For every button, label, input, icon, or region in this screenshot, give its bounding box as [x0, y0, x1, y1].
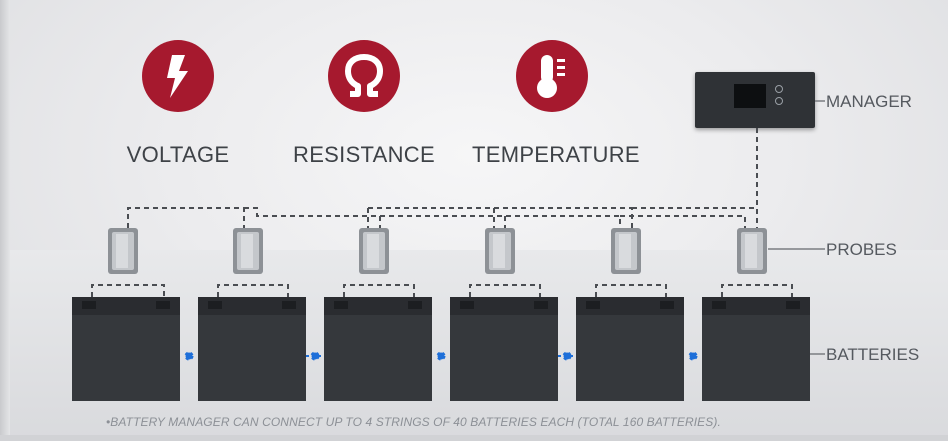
battery-link-dot	[562, 351, 572, 361]
battery-terminal-line	[721, 284, 793, 297]
probe-link-line	[244, 207, 381, 228]
footnote: •BATTERY MANAGER CAN CONNECT UP TO 4 STR…	[106, 415, 721, 429]
batteries-label: BATTERIES	[826, 345, 920, 364]
parameter-label: RESISTANCE	[293, 142, 435, 167]
probe-link-line	[368, 207, 495, 228]
probe-link-line	[620, 215, 746, 228]
probes	[108, 228, 767, 274]
battery-manager-device	[695, 72, 815, 128]
frame-edge	[0, 0, 10, 441]
manager-button-icon	[775, 85, 783, 93]
manager-button-icon	[775, 97, 783, 105]
manager-label: MANAGER	[826, 92, 912, 111]
frame-bottom	[0, 435, 948, 441]
probe	[611, 228, 641, 274]
battery	[450, 297, 558, 401]
probes-label: PROBES	[826, 240, 897, 259]
probe	[359, 228, 389, 274]
probe-link-line	[380, 215, 621, 228]
battery-link-dot	[184, 351, 194, 361]
battery-terminal-line	[217, 284, 289, 297]
battery	[72, 297, 180, 401]
omega-icon	[328, 40, 400, 112]
battery	[198, 297, 306, 401]
batteries	[72, 297, 810, 401]
probe-link-line	[127, 207, 245, 228]
probe	[233, 228, 263, 274]
probe	[737, 228, 767, 274]
battery	[324, 297, 432, 401]
parameter-resistance: RESISTANCE	[284, 40, 444, 168]
probe	[485, 228, 515, 274]
battery	[576, 297, 684, 401]
battery-link-dot	[310, 351, 320, 361]
thermometer-icon	[516, 40, 588, 112]
battery	[702, 297, 810, 401]
probe-link-line	[494, 207, 633, 228]
parameter-label: TEMPERATURE	[472, 142, 640, 167]
battery-terminal-line	[469, 284, 541, 297]
parameter-voltage: VOLTAGE	[98, 40, 258, 168]
manager-display	[734, 84, 766, 108]
parameter-temperature: TEMPERATURE	[472, 40, 640, 168]
battery-terminal-line	[595, 284, 667, 297]
battery-terminal-line	[91, 284, 165, 297]
battery-link-dot	[436, 351, 446, 361]
battery-terminal-line	[343, 284, 415, 297]
probe	[108, 228, 138, 274]
battery-link-dot	[688, 351, 698, 361]
lightning-bolt-icon	[142, 40, 214, 112]
parameter-label: VOLTAGE	[126, 142, 230, 167]
